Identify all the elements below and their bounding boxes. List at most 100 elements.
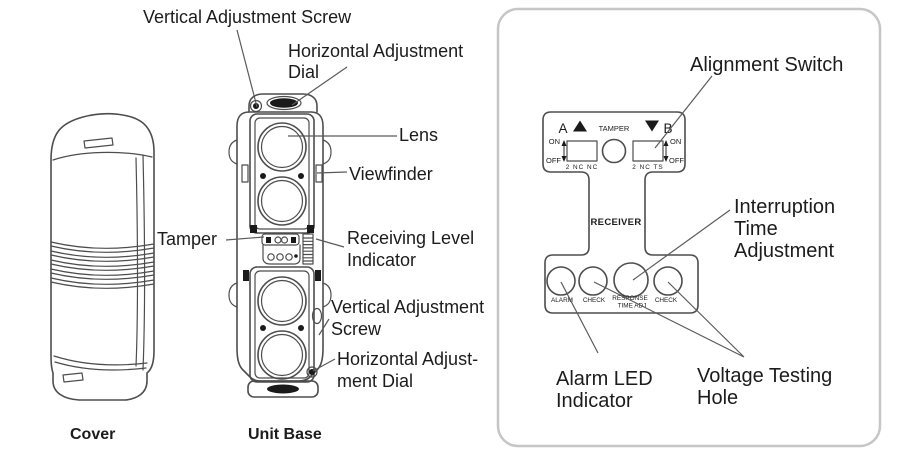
label-interruption-1: Interruption [734,196,835,218]
label-alignment-switch: Alignment Switch [690,54,843,76]
lens-upper-bezel [260,125,304,169]
label-voltage-testing-1: Voltage Testing [697,365,832,387]
label-lens: Lens [399,125,438,145]
vertical-screw-top [249,99,263,113]
lower-dot-right [298,325,304,331]
unit-pedestal [247,380,319,398]
unit-base-drawing [228,93,332,398]
label-interruption-3: Adjustment [734,240,834,262]
receiver-text: RECEIVER [591,217,642,228]
lower-assembly-frame-inner [254,270,310,379]
hole-label-check-1: CHECK [583,297,606,304]
left-callout-lines [225,29,397,372]
pedestal-oval [267,384,299,394]
upper-dot-left [260,173,266,179]
bracket-hole-2 [276,253,284,261]
dip-legend-left: 2 NC NC [566,164,599,171]
lens-upper [257,122,307,172]
label-horizontal-dial-top-2: Dial [288,62,319,82]
hole-label-response: RESPONSE [612,295,648,302]
leader-voltage-testing-hole [593,281,745,358]
panel-labels: Alignment Switch Interruption Time Adjus… [556,54,843,412]
alignment-switch-left [566,140,598,162]
unit-top-cap [248,93,318,113]
leader-viewfinder [316,171,348,174]
leader-vertical-screw-top [236,29,258,108]
triangle-down-icon [645,120,659,132]
label-vertical-screw-top: Vertical Adjustment Screw [143,7,352,27]
leader-alignment-switch [654,75,713,149]
check-hole-2 [653,266,683,296]
tamper-button [601,138,627,164]
alarm-led-hole [546,266,576,296]
lens-bottom-upper [257,276,307,326]
label-receiving-level-2: Indicator [347,250,416,270]
label-voltage-testing-2: Hole [697,387,738,409]
bracket-hole-3 [285,253,293,261]
frame-corner-clips [243,225,321,281]
leader-tamper [225,236,265,241]
cover-top-seam [52,151,153,161]
receiver-diagram: A TAMPER B ON OFF ON OFF 2 NC NC 2 NC TS… [542,111,699,314]
lens-bottom-upper-bezel [260,279,304,323]
cover-bottom-slot [62,372,84,383]
horizontal-dial-recess [266,95,302,111]
cover-ribs [50,241,155,289]
left-labels: Vertical Adjustment Screw Horizontal Adj… [70,7,484,443]
leader-receiving-level [315,238,345,248]
label-horizontal-dial-bottom-2: ment Dial [337,371,413,391]
label-tamper: Tamper [157,229,217,249]
viewfinder-slot-left [241,164,249,183]
tamper-ring-b [280,236,289,244]
vertical-screw-top-head [253,103,259,109]
check-hole-1 [578,266,608,296]
vertical-screw-bottom-tab [311,307,323,325]
label-horizontal-dial-top-1: Horizontal Adjustment [288,41,463,61]
panel-callout-lines [560,75,745,358]
response-time-adj-hole [613,262,649,298]
cover-top-slot [83,137,114,149]
leader-horizontal-dial-bottom [312,358,336,372]
unit-side-ears [228,139,332,308]
dip-legend-right: 2 NC TS [632,164,663,171]
label-horizontal-dial-bottom-1: Horizontal Adjust- [337,349,478,369]
tamper-bracket [262,244,301,265]
lens-bottom-lower [257,330,307,380]
lower-assembly-frame [249,266,315,383]
on-label-right: ON [670,137,681,146]
switch-arrows [563,144,667,158]
label-viewfinder: Viewfinder [349,164,433,184]
receiving-level-rungs [302,237,314,262]
tamper-ring-a [274,236,282,244]
triangle-up-icon [573,120,587,132]
alignment-switch-right [632,140,664,162]
bracket-dot [294,254,298,258]
upper-dot-right [298,173,304,179]
label-vertical-screw-bottom-2: Screw [331,319,382,339]
cover-outline [50,112,155,401]
off-label-left: OFF [546,156,561,165]
leader-vertical-screw-bottom [318,318,330,336]
label-vertical-screw-bottom-1: Vertical Adjustment [331,297,484,317]
channel-a-label: A [558,121,567,136]
viewfinder-slot-right [315,164,323,183]
lower-dot-left [260,325,266,331]
tamper-plate [261,233,300,246]
lens-lower [257,176,307,226]
horizontal-dial-bottom-screw [306,366,318,378]
hole-label-time-adj: TIME ADJ [618,303,647,310]
off-label-right: OFF [669,156,684,165]
cover-bottom-seam [53,355,148,371]
cover-bevel-lines [135,154,146,371]
cover-drawing [50,112,155,401]
upper-assembly-frame-inner [254,117,310,230]
on-label-left: ON [549,137,560,146]
channel-b-label: B [663,121,672,136]
horizontal-dial-top [270,98,298,108]
receiver-board-outline [542,111,699,314]
label-interruption-2: Time [734,218,778,240]
lens-lower-bezel [260,179,304,223]
tamper-contacts [266,237,296,243]
